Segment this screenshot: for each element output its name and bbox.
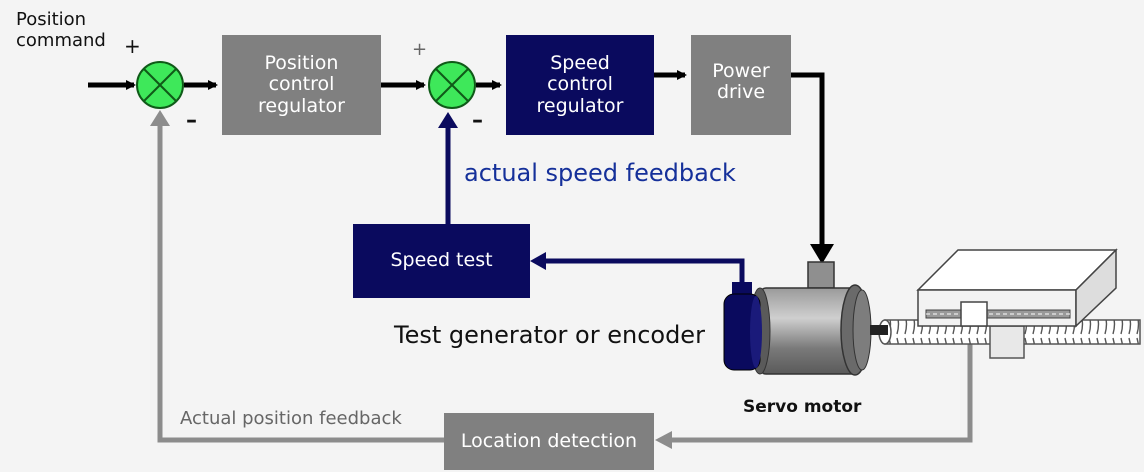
power-drive-to-motor-line xyxy=(791,72,825,248)
position-control-regulator-label: Position control regulator xyxy=(258,52,345,117)
location-detection-block: Location detection xyxy=(444,413,654,470)
power-drive-label: Power drive xyxy=(712,60,770,104)
servo-motor-label: Servo motor xyxy=(743,397,862,417)
actual-speed-feedback-label: actual speed feedback xyxy=(464,159,736,187)
sum2-plus-sign: + xyxy=(412,39,428,60)
speed-test-label: Speed test xyxy=(390,249,493,272)
actual-position-feedback-label: Actual position feedback xyxy=(180,408,402,429)
sum1-feedback-arrowhead xyxy=(150,110,170,126)
forward-path xyxy=(88,70,825,248)
input-plus-sign: + xyxy=(124,34,141,58)
speed-test-block: Speed test xyxy=(353,224,530,298)
sum2-minus-sign: – xyxy=(472,108,483,133)
test-generator-label: Test generator or encoder xyxy=(394,321,705,349)
position-command-label: Position command xyxy=(16,9,106,51)
encoder-to-speed-test-line xyxy=(542,258,745,284)
speed-test-arrowhead xyxy=(530,252,546,270)
summing-junction-1 xyxy=(136,61,184,109)
position-feedback-path xyxy=(157,126,973,443)
summing-junction-2 xyxy=(428,61,476,109)
position-control-regulator-block: Position control regulator xyxy=(222,35,381,135)
speed-control-regulator-block: Speed control regulator xyxy=(506,35,654,135)
encoder-icon xyxy=(723,282,762,371)
power-drive-to-motor-arrowhead xyxy=(810,244,834,264)
sum1-minus-sign: – xyxy=(186,108,197,133)
sum2-feedback-arrowhead xyxy=(438,112,458,128)
linear-stage-icon xyxy=(916,248,1118,328)
power-drive-block: Power drive xyxy=(691,35,791,135)
location-detection-to-sum1-line xyxy=(157,126,444,443)
location-detection-label: Location detection xyxy=(460,429,638,452)
stage-to-location-detection-line xyxy=(670,322,973,443)
speed-control-regulator-label: Speed control regulator xyxy=(536,52,624,117)
location-detection-arrowhead xyxy=(655,431,672,449)
servo-motor-icon xyxy=(749,261,888,376)
speed-feedback-path xyxy=(445,128,745,284)
